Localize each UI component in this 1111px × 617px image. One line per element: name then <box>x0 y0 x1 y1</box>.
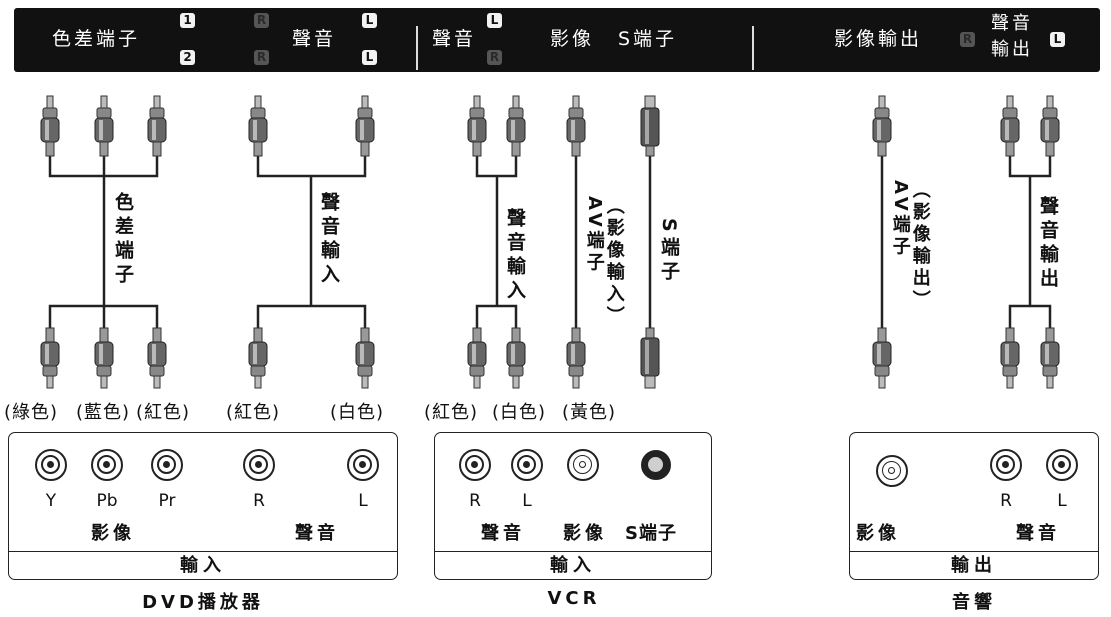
badge-l: L <box>362 13 377 28</box>
jack-label-l: L <box>1057 491 1067 511</box>
jack-pr-icon <box>151 449 183 481</box>
jack-label-pr: Pr <box>158 491 176 511</box>
stereo-name: 音響 <box>952 592 996 613</box>
color-label-white: (白色) <box>492 402 547 423</box>
tv-terminal-bar: 色差端子 1 2 R R 聲音 L L 聲音 L R 影像 S端子 影像輸出 R… <box>14 8 1100 72</box>
jack-label-l: L <box>358 491 368 511</box>
color-label-red: (紅色) <box>226 402 281 423</box>
group-label-s-terminal: S端子 <box>625 523 677 544</box>
group-label-audio: 聲音 <box>295 523 339 544</box>
color-label-red: (紅色) <box>136 402 191 423</box>
jack-r-icon <box>243 449 275 481</box>
color-label-red: (紅色) <box>424 402 479 423</box>
color-label-white: (白色) <box>330 402 385 423</box>
group-label-audio: 聲音 <box>481 523 525 544</box>
color-label-blue: (藍色) <box>76 402 131 423</box>
audio-label: 聲音 <box>292 28 337 50</box>
jack-label-l: L <box>522 491 532 511</box>
audio-out-label-line2: 輸出 <box>991 39 1033 60</box>
s-cable-label: S端子 <box>658 218 680 285</box>
jack-y-icon <box>35 449 67 481</box>
jack-r-icon <box>990 449 1022 481</box>
jack-l-icon <box>511 449 543 481</box>
jack-label-y: Y <box>45 491 57 511</box>
jack-l-icon <box>1046 449 1078 481</box>
av-out-cable-label-line1: AV端子 <box>889 180 911 259</box>
stereo-footer-output: 輸出 <box>850 551 1098 579</box>
audio-out-cable-label: 聲音輸出 <box>1037 196 1059 292</box>
component-cable-label: 色差端子 <box>112 192 134 288</box>
component-terminal-label: 色差端子 <box>52 28 141 50</box>
badge-2: 2 <box>180 50 195 65</box>
av-in-cable-label-line1: AV端子 <box>583 196 605 275</box>
dvd-player-panel: Y Pb Pr R L 影像 聲音 輸入 <box>8 432 398 580</box>
badge-r-dim: R <box>960 32 975 47</box>
group-label-video: 影像 <box>91 523 135 544</box>
color-label-yellow: (黃色) <box>562 402 617 423</box>
av-in-cable-label-line2: （影像輸入） <box>603 196 625 328</box>
color-label-green: (綠色) <box>4 402 59 423</box>
badge-r-dim: R <box>254 50 269 65</box>
jack-video-icon <box>567 449 599 481</box>
badge-r-dim: R <box>254 13 269 28</box>
badge-l: L <box>362 50 377 65</box>
group-label-video: 影像 <box>563 523 607 544</box>
jack-label-r: R <box>1000 491 1012 511</box>
badge-1: 1 <box>180 13 195 28</box>
video-label: 影像 <box>550 28 595 50</box>
jack-label-r: R <box>469 491 481 511</box>
av-out-cable-label-line2: （影像輸出） <box>909 180 931 312</box>
group-label-video: 影像 <box>856 523 900 544</box>
video-out-label: 影像輸出 <box>834 28 923 50</box>
audio-in-cable-label: 聲音輸入 <box>318 192 340 288</box>
bar-divider <box>752 26 754 70</box>
jack-l-icon <box>347 449 379 481</box>
jack-label-pb: Pb <box>96 491 118 511</box>
stereo-panel: R L 影像 聲音 輸出 <box>849 432 1099 580</box>
s-terminal-label: S端子 <box>618 28 678 50</box>
jack-r-icon <box>459 449 491 481</box>
vcr-name: VCR <box>547 588 601 609</box>
dvd-player-name: DVD播放器 <box>142 592 264 613</box>
badge-l: L <box>1050 32 1065 47</box>
vcr-footer-input: 輸入 <box>435 551 711 579</box>
jack-video-out-icon <box>876 455 908 487</box>
audio-in-cable-label: 聲音輸入 <box>504 208 526 304</box>
dvd-footer-input: 輸入 <box>9 551 397 579</box>
vcr-panel: R L 聲音 影像 S端子 輸入 <box>434 432 712 580</box>
s-terminal-jack-icon <box>641 450 671 480</box>
audio-label: 聲音 <box>432 28 477 50</box>
jack-pb-icon <box>91 449 123 481</box>
bar-divider <box>416 26 418 70</box>
group-label-audio: 聲音 <box>1016 523 1060 544</box>
badge-l: L <box>487 13 502 28</box>
audio-out-label-line1: 聲音 <box>991 13 1033 34</box>
jack-label-r: R <box>253 491 265 511</box>
badge-r-dim: R <box>487 50 502 65</box>
